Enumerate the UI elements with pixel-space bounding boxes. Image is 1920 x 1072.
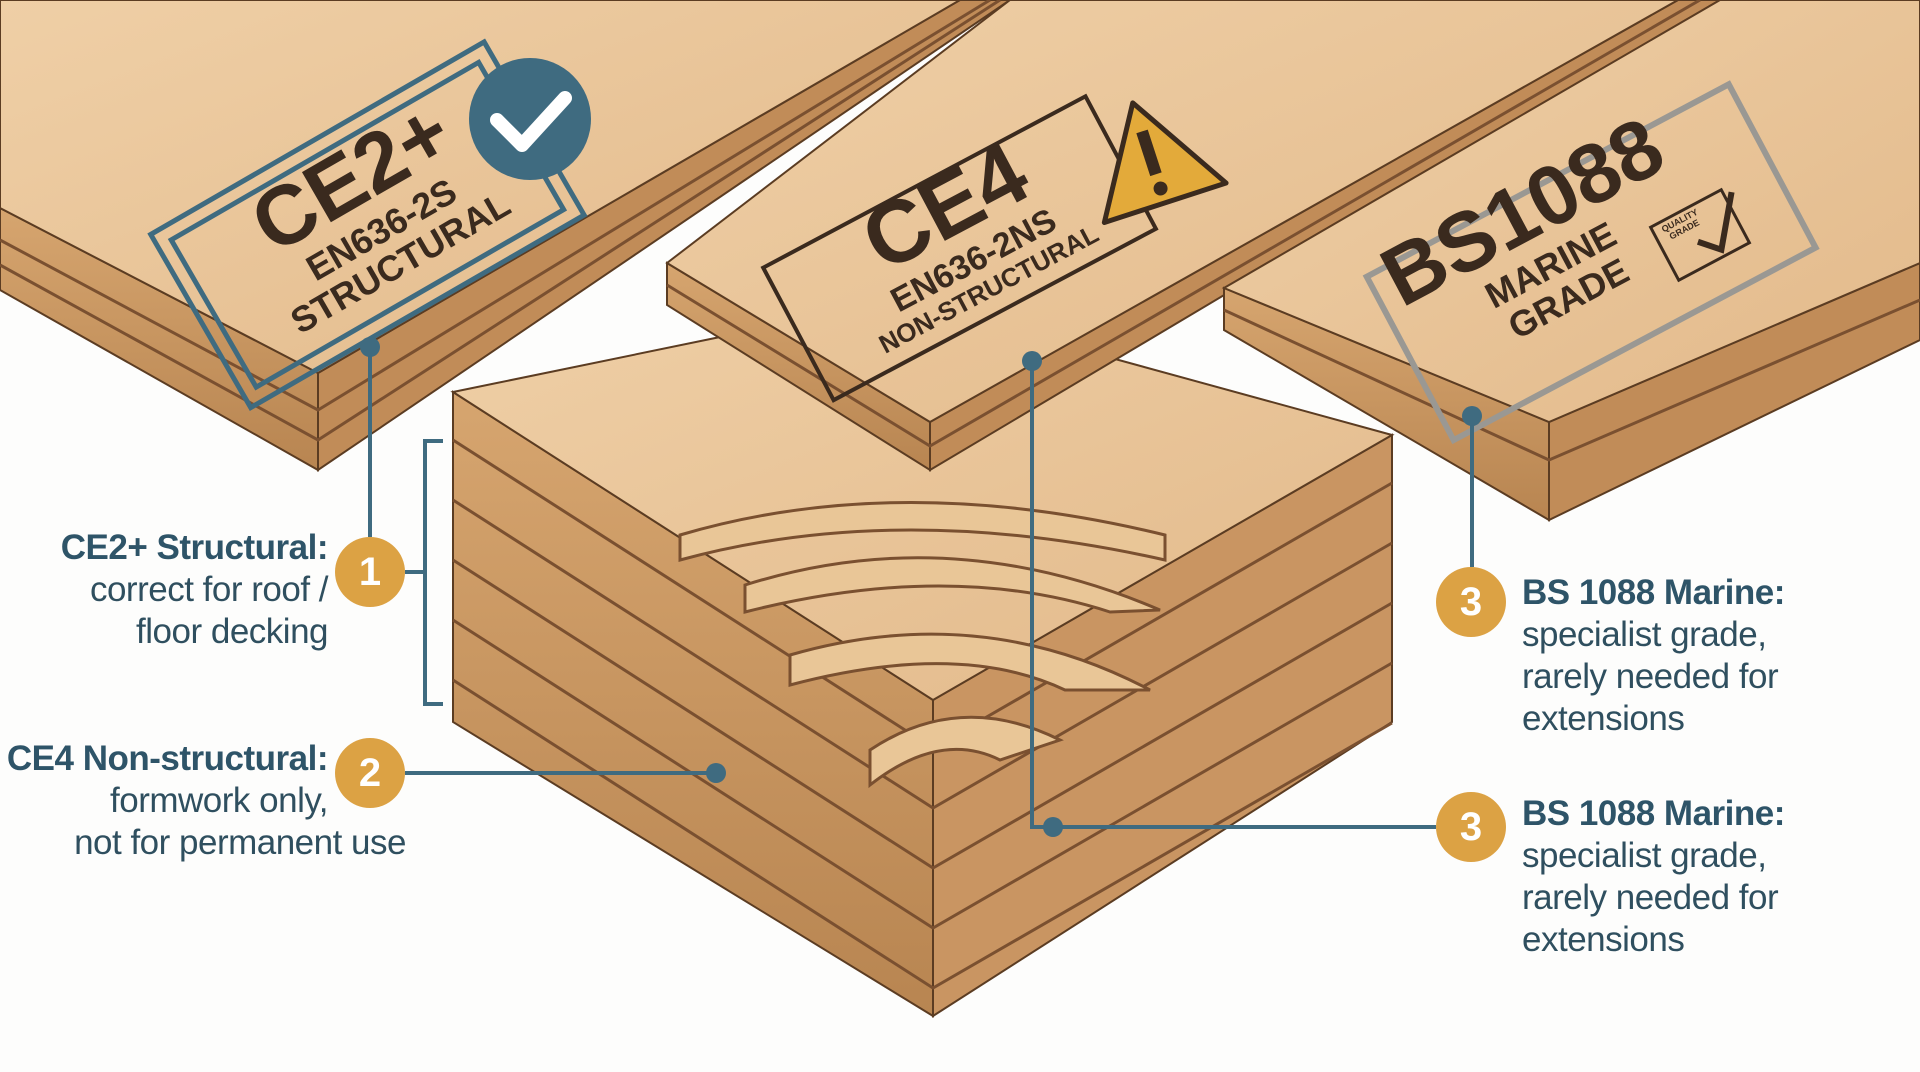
callout-line: specialist grade, — [1522, 615, 1767, 654]
quality-check-icon — [1648, 187, 1752, 283]
callout-line: extensions — [1522, 699, 1685, 738]
check-circle-icon — [469, 58, 591, 180]
callout-title: CE2+ Structural: — [60, 528, 329, 567]
callout-line: specialist grade, — [1522, 836, 1767, 875]
callout-line: correct for roof / — [89, 570, 329, 609]
callout-ce2: CE2+ Structural: correct for roof / floo… — [0, 527, 329, 653]
callout-line: not for permanent use — [74, 823, 406, 862]
leader-dots — [360, 337, 1482, 837]
board-ce2 — [0, 0, 1012, 472]
callout-badge-3b: 3 — [1436, 792, 1506, 862]
callout-line: formwork only, — [110, 781, 328, 820]
callout-badge-2: 2 — [335, 738, 405, 808]
callout-title: BS 1088 Marine: — [1522, 573, 1785, 612]
callout-line: rarely needed for — [1522, 878, 1779, 917]
callout-bs1088-b: BS 1088 Marine: specialist grade, rarely… — [1522, 793, 1902, 961]
callout-line: extensions — [1522, 920, 1685, 959]
warning-triangle-icon — [1101, 100, 1229, 226]
callout-line: rarely needed for — [1522, 657, 1779, 696]
bs1088-stamp-frame — [1362, 80, 1820, 445]
plywood-stack — [450, 298, 1395, 1018]
callout-bs1088-a: BS 1088 Marine: specialist grade, rarely… — [1522, 572, 1902, 740]
callout-line: floor decking — [136, 612, 328, 651]
callout-title: BS 1088 Marine: — [1522, 794, 1785, 833]
board-bs1088 — [1221, 0, 1920, 522]
callout-badge-3a: 3 — [1436, 567, 1506, 637]
callout-badge-1: 1 — [335, 537, 405, 607]
callout-title: CE4 Non-structural: — [6, 739, 329, 778]
leader-lines — [368, 347, 1474, 829]
callout-ce4: CE4 Non-structural: formwork only, not f… — [0, 738, 407, 864]
